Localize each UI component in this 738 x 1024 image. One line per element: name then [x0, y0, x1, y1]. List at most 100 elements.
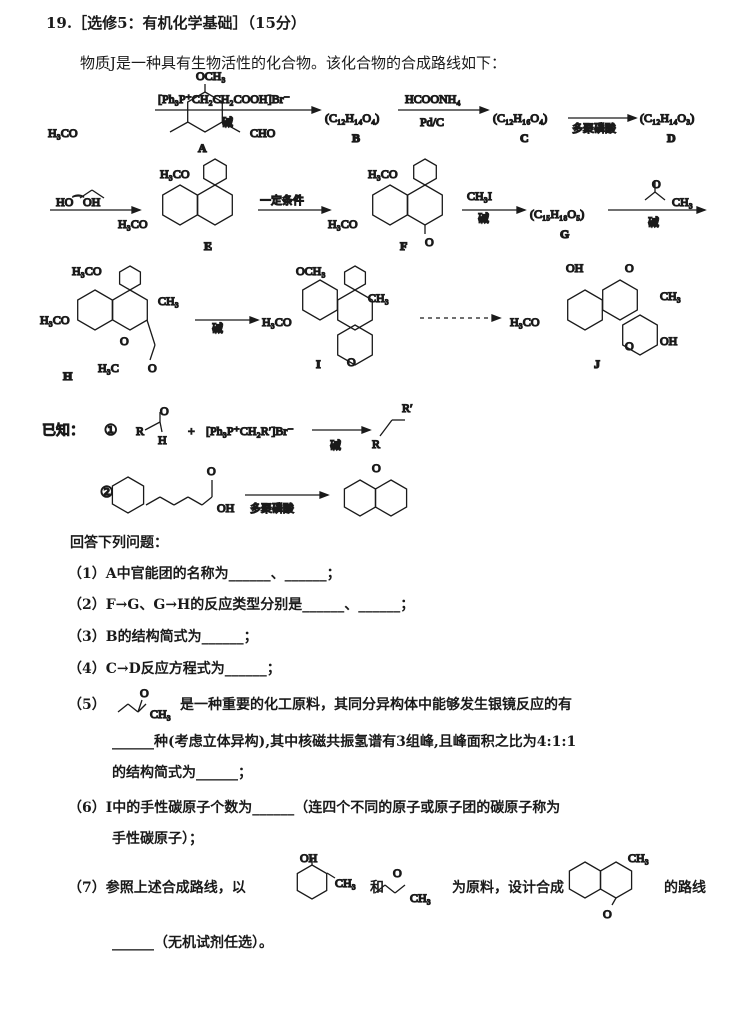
a-och3: OCH₃	[196, 69, 226, 83]
bond	[117, 703, 129, 713]
step7-condition: 碱	[648, 216, 659, 229]
label-b: B	[352, 131, 360, 145]
g-formula: (C₁₅H₁₈O₅)	[530, 207, 584, 221]
benzene-ring-e	[162, 184, 198, 226]
q5-o: O	[140, 686, 149, 700]
known-2-num: ②	[100, 485, 113, 501]
dioxolane-ring-e	[203, 158, 227, 186]
bond	[159, 496, 175, 506]
arrow-head	[516, 206, 527, 214]
dioxolane-ring-h	[118, 265, 142, 291]
q7-product-ch3: CH₃	[628, 851, 649, 865]
benzene-ring-h	[77, 289, 113, 331]
h-o2: O	[148, 361, 157, 375]
bond	[374, 884, 386, 894]
h-ch3: CH₃	[158, 294, 179, 308]
benzene-ring-j	[567, 289, 603, 331]
bond	[384, 884, 396, 894]
step5-condition: 一定条件	[260, 193, 304, 207]
k2-condition: 多聚磷酸	[250, 501, 294, 515]
j-oh-top: OH	[566, 261, 584, 275]
k1-o: O	[160, 404, 169, 418]
question-7-and: 和	[370, 880, 384, 896]
ring-j-b	[602, 279, 638, 321]
bond	[201, 496, 213, 506]
i-och3: OCH₃	[296, 264, 326, 278]
q7-ch3: CH₃	[335, 876, 356, 890]
i-h3co: H₃CO	[262, 315, 292, 329]
ring-i-b	[337, 289, 373, 331]
label-h: H	[63, 369, 73, 383]
benzene-ring-known-2	[111, 476, 145, 514]
k1-condition: 碱	[330, 439, 341, 452]
e-h3co-top: H₃CO	[160, 167, 190, 181]
bond	[394, 884, 406, 894]
arrow-head	[696, 206, 707, 214]
question-title: 19.［选修5：有机化学基础］（15分）	[46, 14, 306, 32]
question-4: （4）C→D反应方程式为______；	[68, 661, 281, 677]
j-o-top: O	[625, 261, 634, 275]
bond	[221, 121, 241, 133]
e-h3co-left: H₃CO	[118, 217, 148, 231]
step6-reagent: CH₃I	[467, 189, 492, 203]
arrow-head	[479, 106, 490, 114]
arrow-head	[319, 491, 330, 499]
question-3: （3）B的结构简式为______；	[68, 629, 258, 645]
q7-oh: OH	[300, 851, 318, 865]
bond	[187, 496, 203, 506]
h-h3co-left: H₃CO	[40, 313, 70, 327]
bond	[127, 703, 139, 713]
bond	[611, 897, 617, 906]
j-ch3: CH₃	[660, 289, 681, 303]
step4-reagent: HO⁀OH	[56, 195, 101, 209]
step2-reagent: HCOONH₄	[405, 92, 461, 106]
dioxolane-ring-f	[413, 158, 437, 186]
benzene-ring-i	[302, 279, 338, 321]
cyclohexane-ring-e	[197, 184, 233, 226]
bond	[654, 191, 666, 201]
bond	[149, 344, 156, 361]
k1-r: R	[136, 424, 144, 438]
c-formula: (C₁₂H₁₆O₄)	[493, 111, 547, 125]
dioxolane-ring-i	[343, 265, 367, 291]
k2-o-prod: O	[372, 461, 381, 475]
arrow-head	[361, 426, 372, 434]
arrow-head	[131, 206, 142, 214]
label-a: A	[198, 141, 207, 155]
label-j: J	[594, 357, 600, 371]
d-formula: (C₁₂H₁₄O₃)	[640, 111, 694, 125]
step2-condition: Pd/C	[420, 115, 444, 129]
f-o: O	[425, 235, 434, 249]
bond	[144, 421, 161, 431]
bond	[173, 496, 189, 506]
bond	[137, 699, 143, 713]
label-f: F	[400, 239, 407, 253]
k1-h: H	[158, 433, 167, 447]
q5-ch3: CH₃	[150, 707, 171, 721]
step3-condition: 多聚磷酸	[572, 121, 616, 135]
i-o: O	[347, 355, 356, 369]
benzene-ring-f	[372, 184, 408, 226]
k1-r2-prod: R′	[402, 401, 413, 415]
question-5-cont: ______种(考虑立体异构),其中核磁共振氢谱有3组峰,且峰面积之比为4:1:…	[112, 734, 577, 750]
known-1-num: ①	[104, 423, 117, 439]
bond	[146, 319, 156, 346]
j-h3co: H₃CO	[510, 315, 540, 329]
bond	[169, 121, 189, 133]
arrow-head	[311, 106, 322, 114]
j-o: O	[625, 339, 634, 353]
label-e: E	[204, 239, 212, 253]
q7-o: O	[393, 866, 402, 880]
k1-reagent: [Ph₃P⁺CH₂R′]Br⁻	[206, 424, 294, 438]
a-h3co: H₃CO	[48, 126, 78, 140]
benzene-ring-known-2-product	[343, 479, 377, 517]
f-h3co-top: H₃CO	[368, 167, 398, 181]
question-7-cont: ______（无机试剂任选）。	[112, 935, 273, 951]
q7-product-o: O	[603, 907, 612, 921]
bond	[326, 872, 336, 879]
label-g: G	[560, 227, 569, 241]
h-h3co-top: H₃CO	[72, 264, 102, 278]
bond	[137, 703, 147, 713]
arrow-head	[321, 206, 332, 214]
